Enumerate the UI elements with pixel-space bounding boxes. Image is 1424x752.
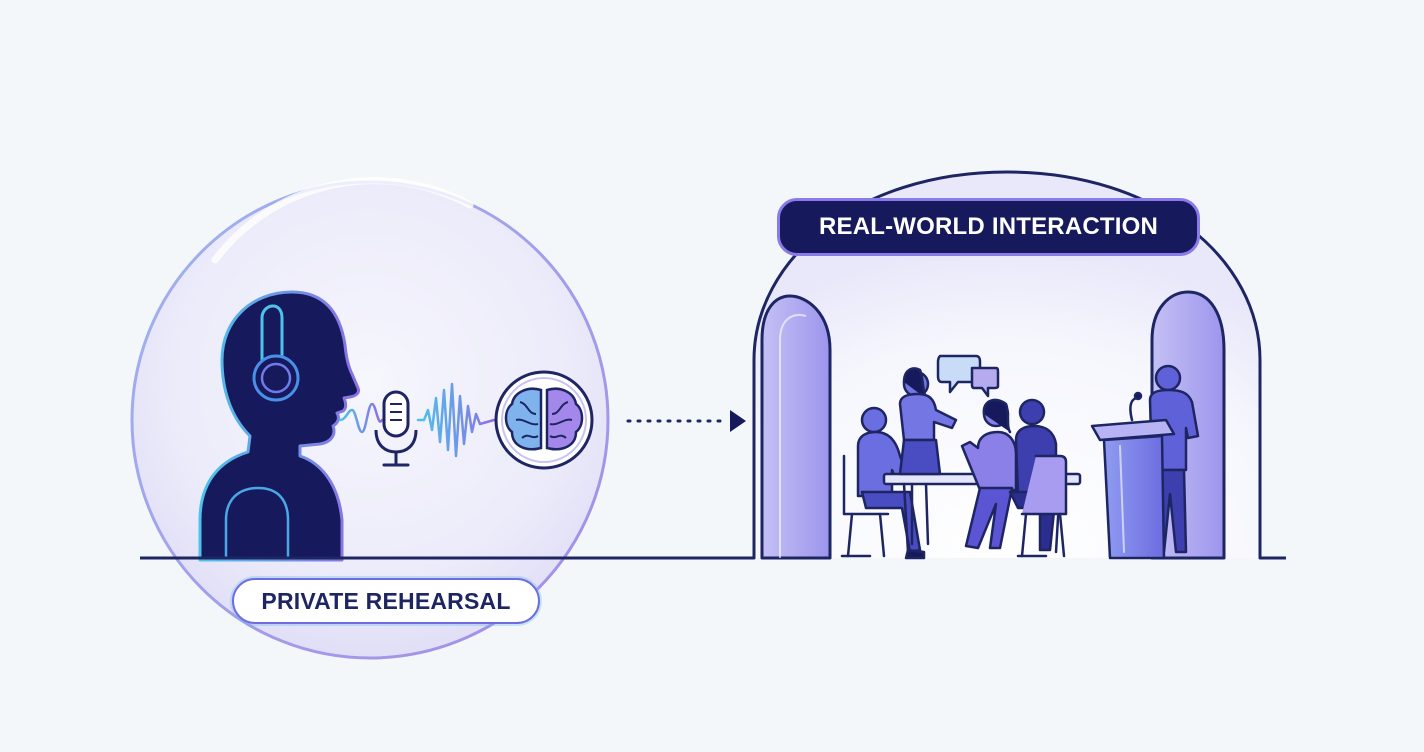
- sound-wave-left: [338, 402, 384, 434]
- private-rehearsal-label: PRIVATE REHEARSAL: [232, 578, 540, 624]
- podium-icon: [1090, 364, 1200, 560]
- brain-icon: [494, 370, 594, 470]
- meeting-group: [840, 367, 1082, 560]
- real-world-interaction-label: REAL-WORLD INTERACTION: [777, 198, 1200, 256]
- speech-bubble-icon: [936, 354, 1000, 398]
- microphone-icon: [374, 390, 418, 467]
- person-silhouette: [198, 290, 360, 562]
- sound-wave-right: [416, 382, 496, 458]
- headphones-icon: [252, 304, 300, 402]
- left-arch: [760, 294, 832, 560]
- transition-arrow: [626, 410, 746, 432]
